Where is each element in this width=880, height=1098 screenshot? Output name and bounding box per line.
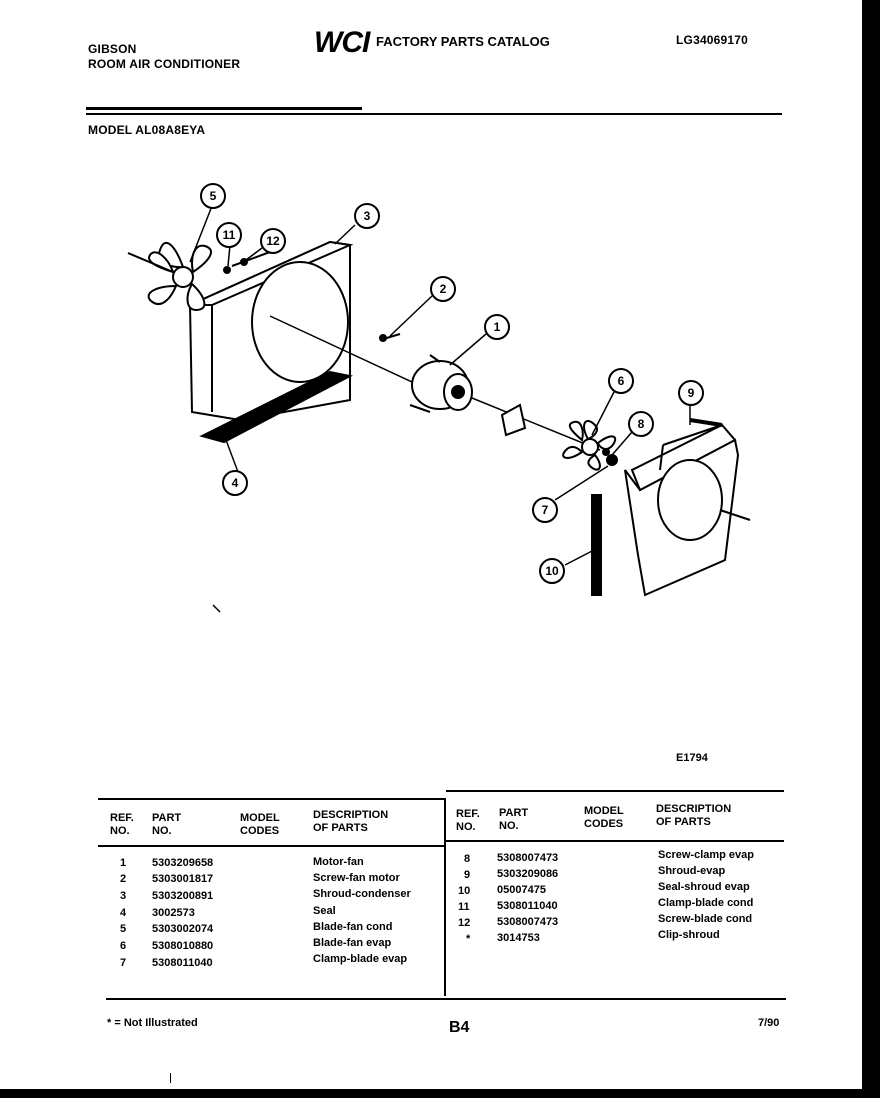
scan-mark	[170, 1073, 171, 1083]
callout-5: 5	[200, 183, 226, 209]
callout-12: 12	[260, 228, 286, 254]
table-divider	[444, 798, 446, 996]
table-header-rule-right	[446, 840, 784, 842]
table-cell-ref: 9	[464, 869, 471, 881]
table-cell-ref: *	[466, 933, 471, 945]
header-part-no-left: PART NO.	[152, 812, 182, 837]
table-cell-ref: 4	[120, 907, 127, 919]
table-cell-ref: 5	[120, 923, 127, 935]
table-cell-part: 3002573	[152, 907, 195, 919]
model-label: MODEL AL08A8EYA	[88, 123, 206, 137]
exploded-parts-diagram	[127, 205, 751, 613]
table-cell-part: 5308007473	[497, 916, 559, 928]
table-rule-top-right	[446, 790, 784, 792]
catalog-number: LG34069170	[676, 33, 749, 47]
callout-6: 6	[608, 368, 634, 394]
table-cell-part: 5303200891	[152, 890, 214, 902]
table-cell-desc: Clamp-blade cond	[658, 897, 754, 909]
table-cell-ref: 10	[458, 885, 471, 897]
callout-7: 7	[532, 497, 558, 523]
callout-1: 1	[484, 314, 510, 340]
page-border-bottom	[0, 1089, 880, 1098]
header-part-no-right: PART NO.	[499, 807, 529, 832]
revision-date: 7/90	[758, 1017, 780, 1029]
header-description-left: DESCRIPTION OF PARTS	[313, 809, 389, 834]
header-ref-no-left: REF. NO.	[110, 812, 134, 837]
cond-fan-blade	[127, 241, 212, 312]
table-cell-part: 5303002074	[152, 923, 214, 935]
table-cell-ref: 2	[120, 873, 127, 885]
table-cell-desc: Shroud-condenser	[313, 888, 411, 900]
brand-name: GIBSON	[88, 42, 137, 56]
callout-11: 11	[216, 222, 242, 248]
product-name: ROOM AIR CONDITIONER	[88, 57, 241, 71]
not-illustrated-note: * = Not Illustrated	[107, 1017, 198, 1029]
table-cell-desc: Seal-shroud evap	[658, 881, 750, 893]
table-cell-part: 5308011040	[497, 900, 558, 912]
figure-code: E1794	[676, 752, 708, 764]
table-cell-desc: Clip-shroud	[658, 929, 720, 941]
table-cell-desc: Clamp-blade evap	[313, 953, 408, 965]
table-cell-part: 5303209658	[152, 857, 214, 869]
evap-fan-blade	[562, 420, 617, 471]
table-cell-part: 5303209086	[497, 868, 559, 880]
table-cell-part: 05007475	[497, 884, 546, 896]
header-rule	[86, 113, 782, 115]
table-header-rule-left	[98, 845, 444, 847]
table-cell-part: 5308010880	[152, 940, 214, 952]
table-cell-part: 5308007473	[497, 852, 559, 864]
table-cell-desc: Blade-fan cond	[313, 921, 393, 933]
table-cell-desc: Seal	[313, 905, 336, 917]
header-rule-top	[86, 107, 362, 110]
header-description-right: DESCRIPTION OF PARTS	[656, 803, 732, 828]
callout-10: 10	[539, 558, 565, 584]
table-cell-part: 3014753	[497, 932, 540, 944]
table-rule-bottom	[106, 998, 786, 1000]
callout-4: 4	[222, 470, 248, 496]
page-border-right	[862, 0, 880, 1098]
header-model-codes-right: MODEL CODES	[584, 805, 624, 830]
table-cell-desc: Screw-clamp evap	[658, 849, 754, 861]
table-cell-desc: Screw-fan motor	[313, 872, 400, 884]
callout-9: 9	[678, 380, 704, 406]
wci-logo: WCI	[314, 26, 370, 59]
table-cell-desc: Screw-blade cond	[658, 913, 753, 925]
table-cell-ref: 8	[464, 853, 471, 865]
table-cell-ref: 12	[458, 917, 471, 929]
header-ref-no-right: REF. NO.	[456, 808, 480, 833]
callout-2: 2	[430, 276, 456, 302]
catalog-title: FACTORY PARTS CATALOG	[376, 34, 550, 49]
header-model-codes-left: MODEL CODES	[240, 812, 280, 837]
table-cell-desc: Motor-fan	[313, 856, 364, 868]
table-cell-ref: 3	[120, 890, 127, 902]
table-cell-ref: 6	[120, 940, 127, 952]
table-rule-top-left	[98, 798, 444, 800]
table-cell-ref: 11	[458, 901, 470, 913]
table-cell-part: 5303001817	[152, 873, 214, 885]
table-cell-part: 5308011040	[152, 957, 213, 969]
table-cell-ref: 7	[120, 957, 127, 969]
callout-3: 3	[354, 203, 380, 229]
table-cell-desc: Blade-fan evap	[313, 937, 392, 949]
page-number: B4	[449, 1019, 470, 1036]
callout-8: 8	[628, 411, 654, 437]
table-cell-desc: Shroud-evap	[658, 865, 726, 877]
table-cell-ref: 1	[120, 857, 127, 869]
